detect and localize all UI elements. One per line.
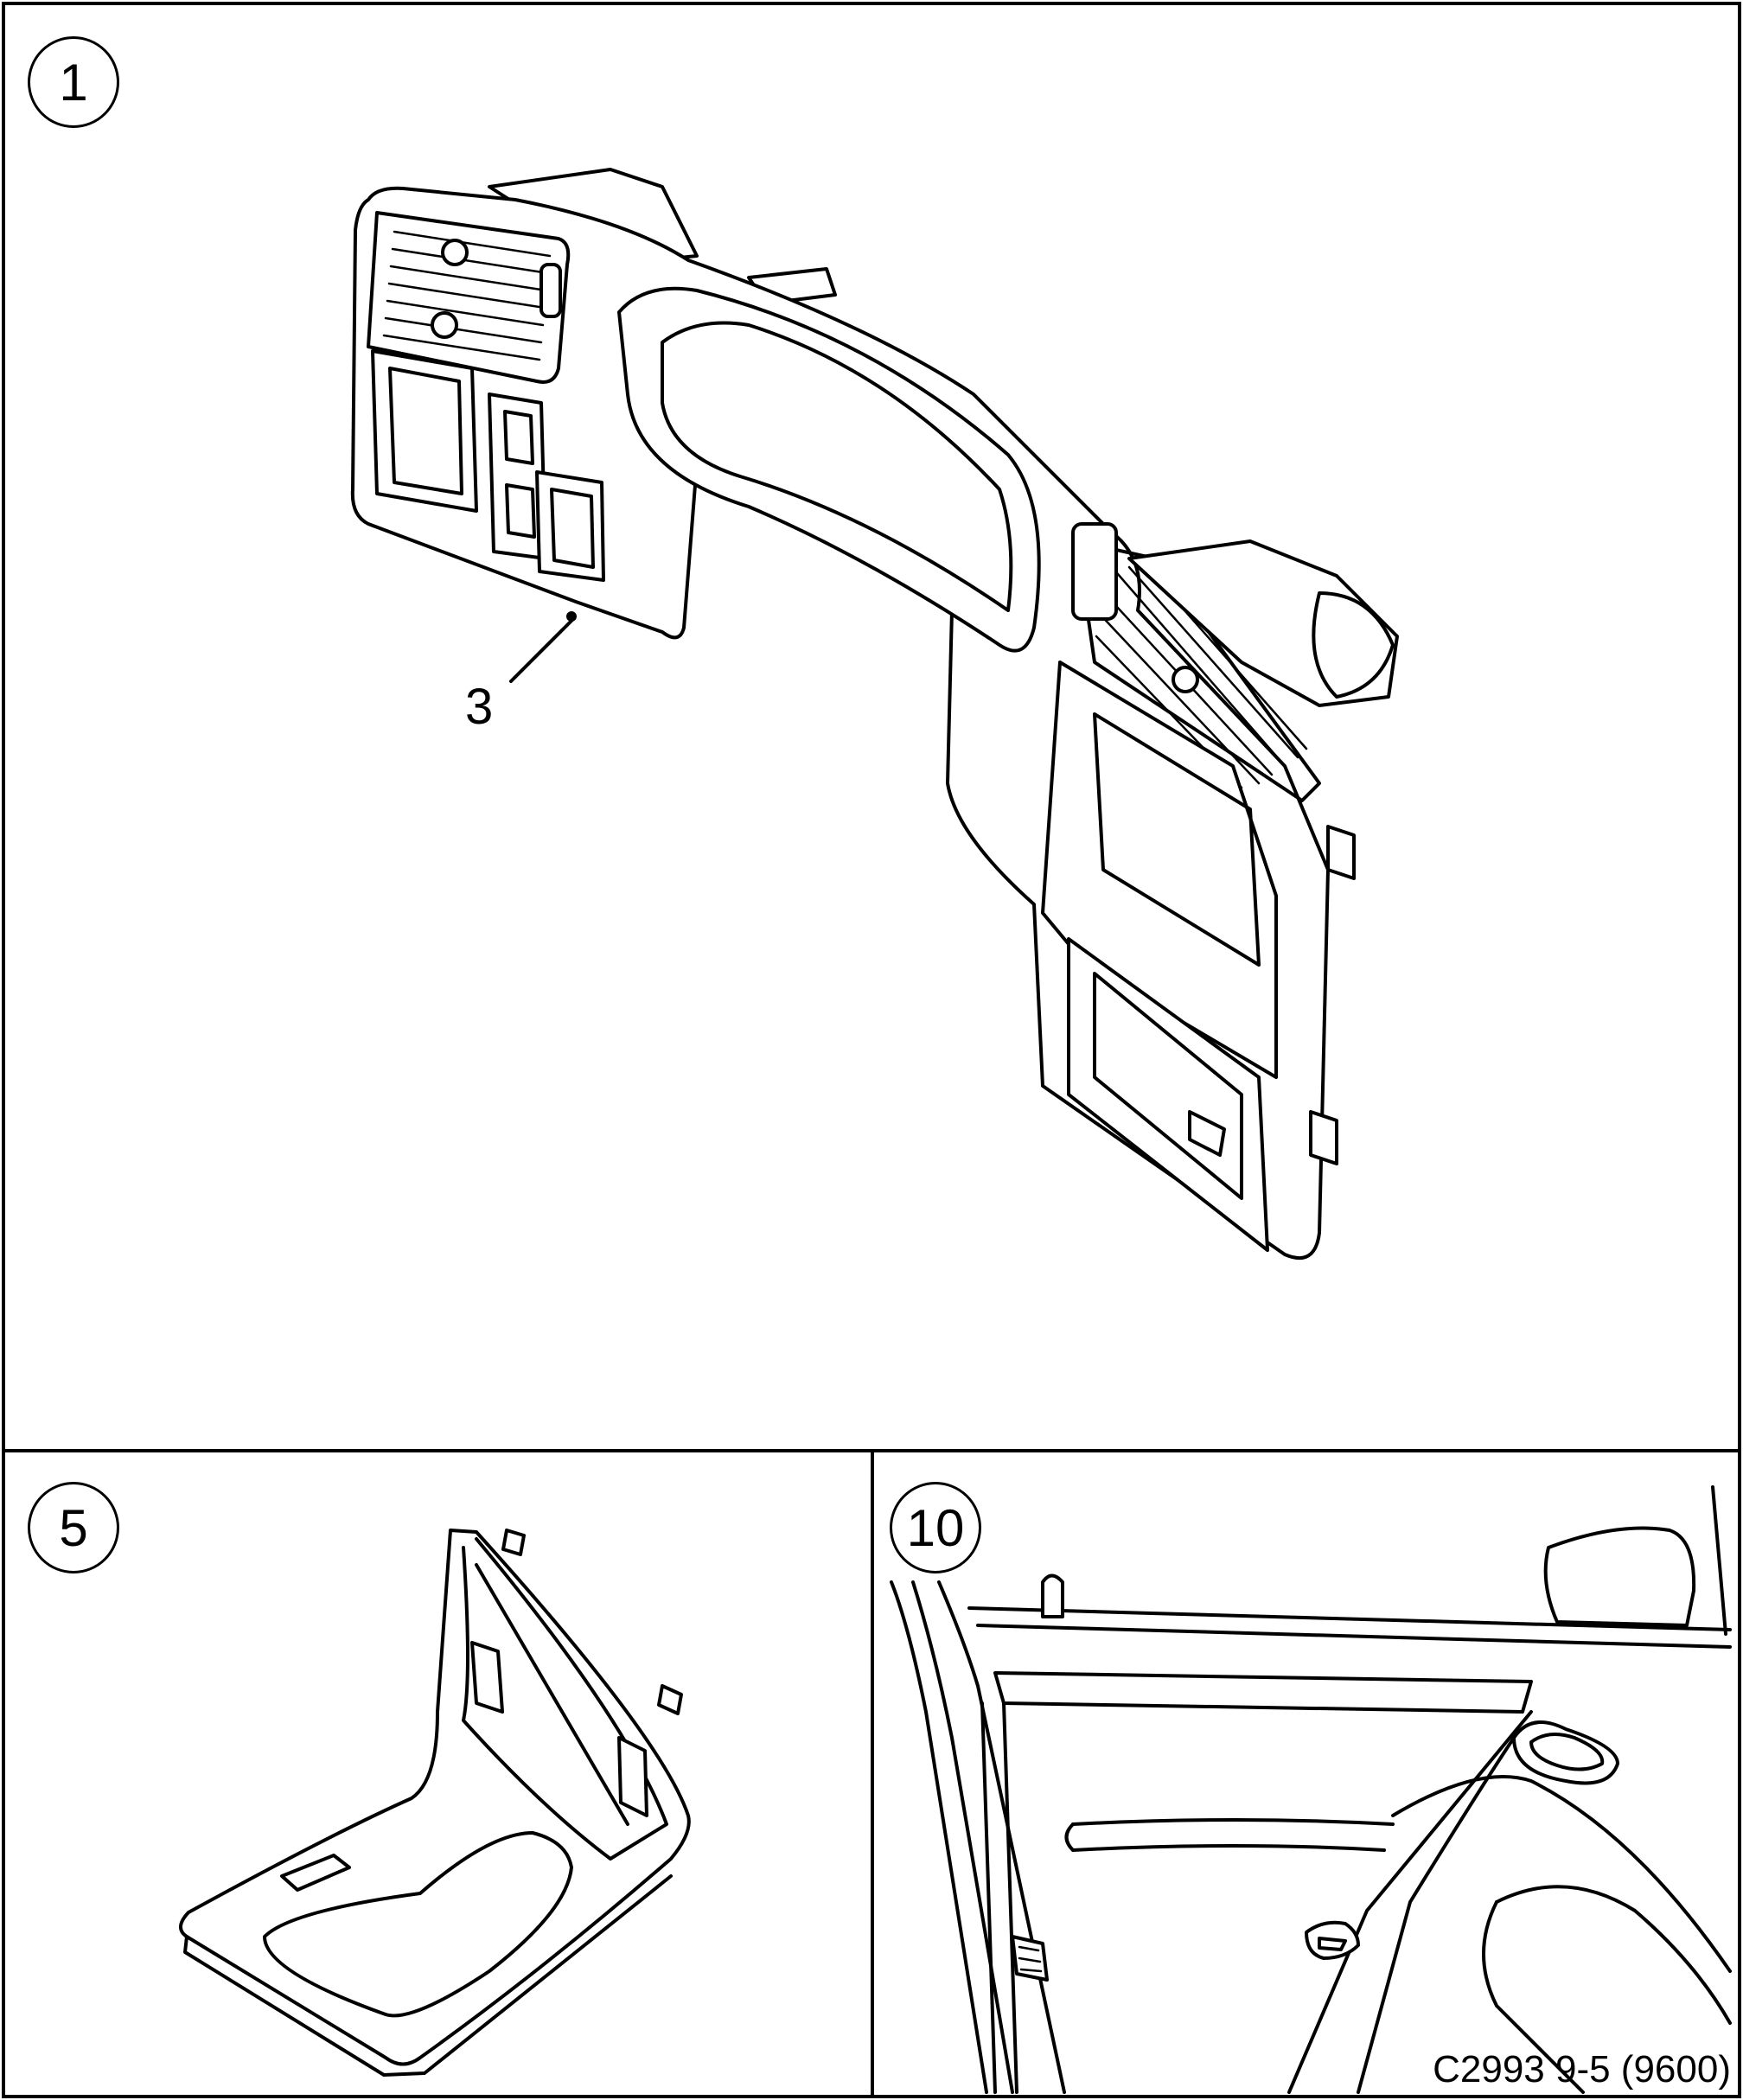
reference-code: C2993 9-5 (9600): [1433, 2048, 1731, 2090]
panel-number-1: 1: [28, 36, 119, 128]
door-interior-drawing: [890, 1485, 1732, 2094]
dashboard-trim-drawing: [350, 168, 1399, 1260]
panel-number-5: 5: [28, 1482, 119, 1573]
panel-number-10: 10: [890, 1482, 981, 1573]
panel-10: 10 C2993 9-5 (9600): [871, 1449, 1741, 2098]
callout-3: 3: [465, 679, 494, 735]
console-tray-drawing: [179, 1529, 691, 2077]
panel-1: 1 3: [2, 2, 1741, 1452]
panel-5: 5: [2, 1449, 874, 2098]
